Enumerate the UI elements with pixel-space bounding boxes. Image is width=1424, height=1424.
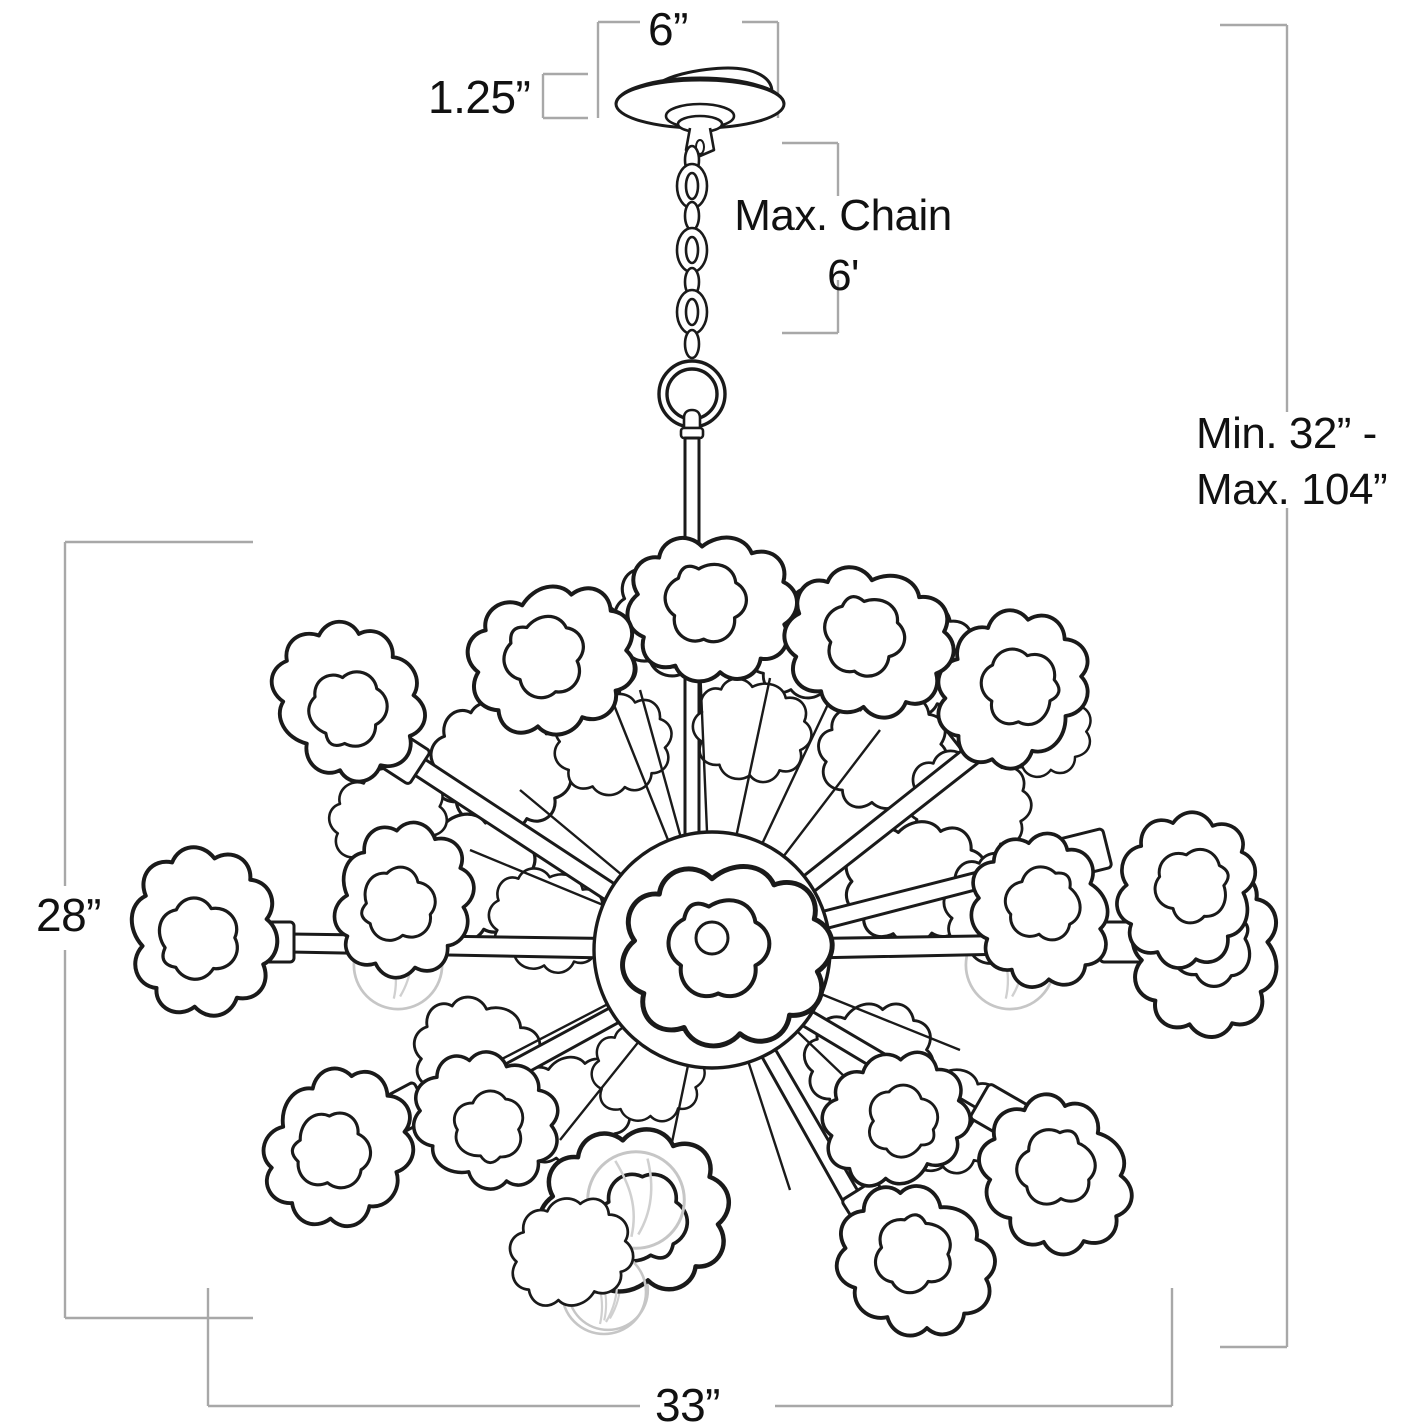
max-chain-line-2: 6' — [827, 251, 859, 300]
dim-canopy-height — [541, 72, 588, 120]
suspension-assembly — [614, 66, 786, 910]
overall-height-line-2: Max. 104” — [1196, 465, 1388, 514]
hanging-chain — [675, 144, 709, 360]
overall-height-line-1: Min. 32” - — [1196, 409, 1377, 458]
dimension-lines — [63, 20, 1289, 1408]
dimension-label-canopy-diameter: 6” — [648, 3, 688, 55]
dim-max-chain — [782, 141, 840, 335]
dim-fixture-width — [206, 1288, 1174, 1408]
dimension-label-canopy-height: 1.25” — [428, 71, 531, 123]
dim-fixture-height — [63, 540, 253, 1320]
dimension-label-overall-height: Min. 32” - Max. 104” — [1196, 406, 1422, 518]
dimension-label-max-chain: Max. Chain 6' — [733, 186, 953, 306]
shade-southwest — [236, 1040, 445, 1257]
dimension-label-fixture-width: 33” — [655, 1379, 720, 1424]
max-chain-line-1: Max. Chain — [734, 191, 952, 240]
center-hub — [592, 830, 832, 1070]
shade-west — [127, 842, 282, 1021]
ceiling-canopy — [614, 66, 786, 158]
dimension-label-fixture-height: 28” — [36, 889, 101, 941]
dim-overall-height — [1220, 23, 1289, 1349]
